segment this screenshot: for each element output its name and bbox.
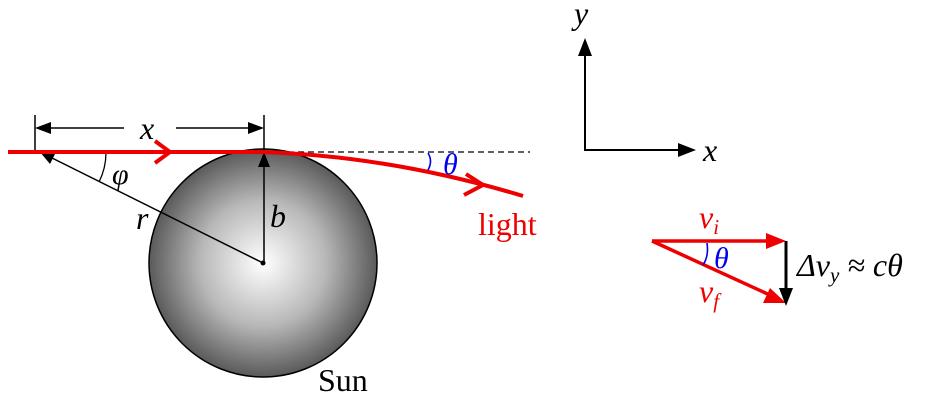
vf-vector-line (651, 239, 773, 298)
r-label: r (136, 200, 149, 236)
vf-vector-arrowhead (763, 288, 786, 303)
theta-small-label: θ (714, 242, 729, 275)
b-label: b (270, 198, 286, 234)
light-ray-chevron-2 (463, 172, 487, 197)
theta-angle-arc (427, 152, 432, 171)
light-label: light (478, 206, 537, 242)
axis-y-label: y (571, 0, 589, 31)
x-dimension-left-arrow (35, 122, 51, 134)
phi-label: φ (112, 158, 129, 191)
vi-vector-arrowhead (766, 233, 786, 249)
b-line-arrowhead (258, 152, 270, 167)
theta-label: θ (443, 148, 458, 181)
axis-y-arrowhead (578, 38, 592, 56)
axis-x-arrowhead (678, 143, 696, 157)
r-line-arrowhead (40, 152, 55, 164)
delta-v-label: Δvy ≈ cθ (795, 247, 903, 287)
x-distance-label: x (139, 110, 154, 146)
vi-label: vi (699, 199, 719, 239)
x-dimension-right-arrow (248, 122, 264, 134)
delta-v-vector-arrowhead (779, 288, 793, 306)
light-ray-chevron-1 (153, 139, 174, 165)
axis-x-label: x (702, 132, 717, 168)
r-line (45, 154, 264, 264)
sun-label: Sun (318, 362, 368, 393)
phi-angle-arc (98, 152, 107, 183)
theta-small-angle-arc (702, 242, 709, 266)
vf-label: vf (699, 273, 722, 313)
